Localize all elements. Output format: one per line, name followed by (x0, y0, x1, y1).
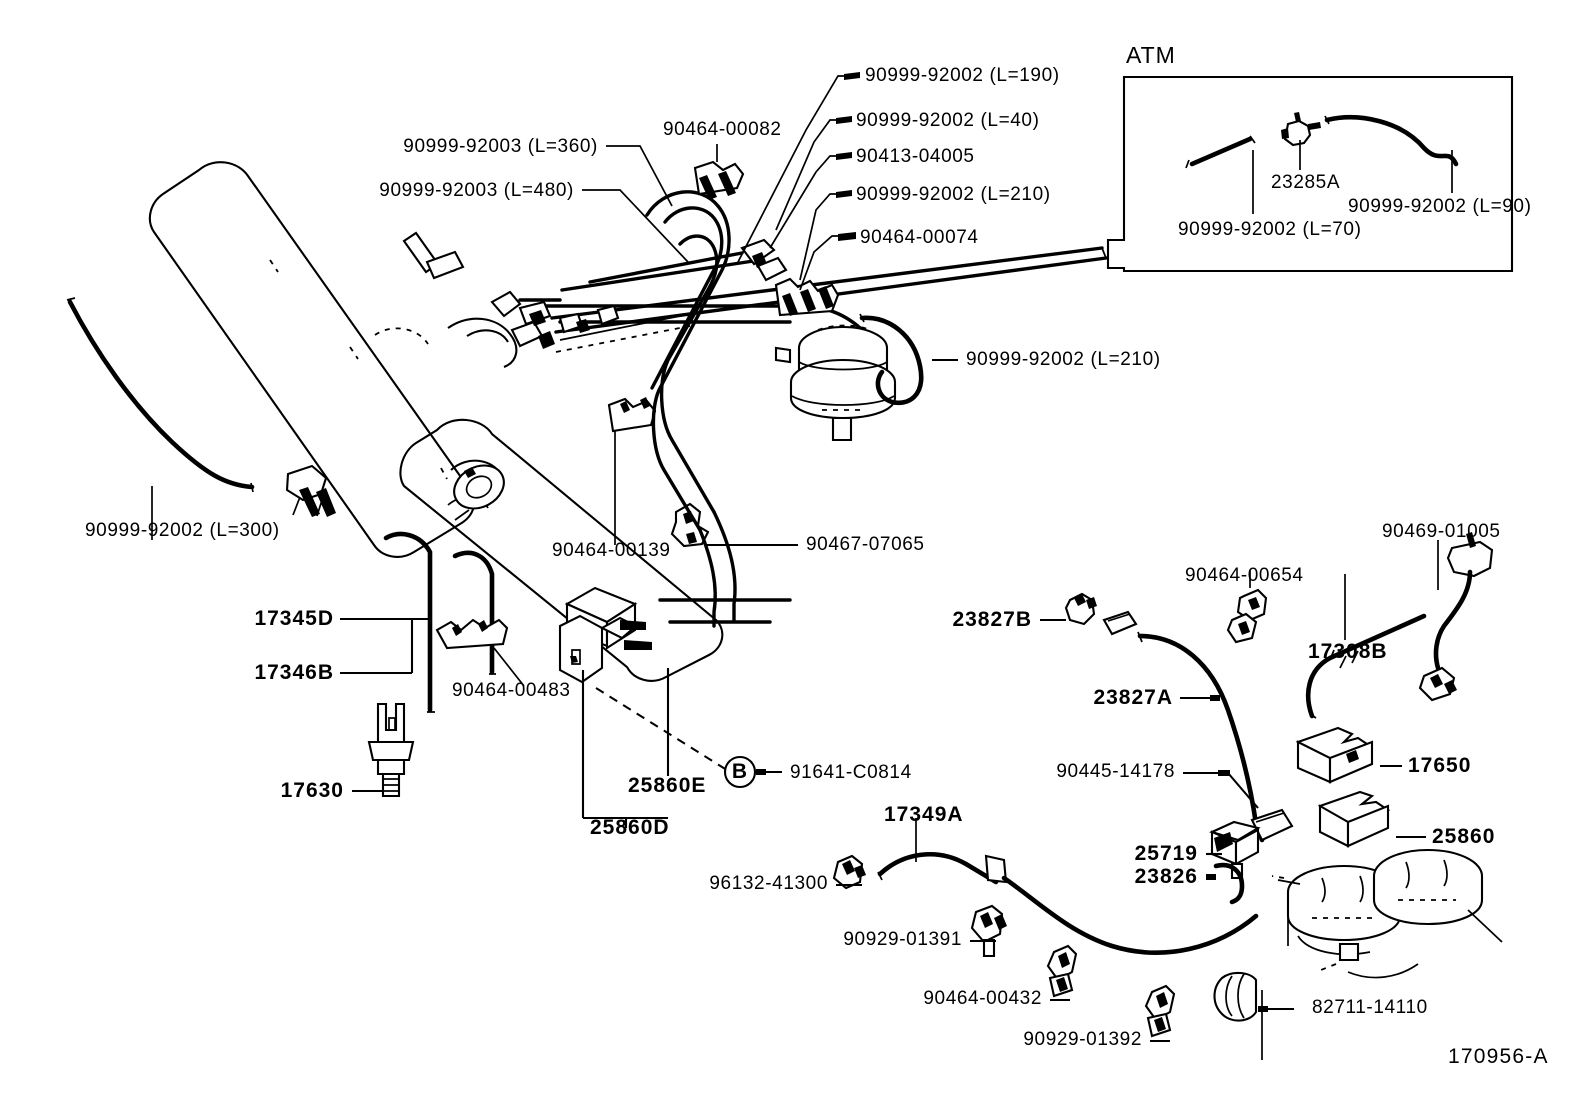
atm-inset-title: ATM (1126, 42, 1176, 68)
part-label-17650: 17650 (1408, 754, 1472, 777)
part-label-90999-92003-l360: 90999-92003 (L=360) (403, 136, 598, 157)
part-label-90469-01005: 90469-01005 (1382, 521, 1501, 542)
clip-90464-00432 (1046, 944, 1078, 1002)
hose-17308b (1305, 574, 1427, 719)
part-label-90445-14178: 90445-14178 (1056, 761, 1175, 782)
part-label-90464-00432: 90464-00432 (923, 988, 1042, 1009)
callout-mark-b: B (731, 760, 749, 783)
part-label-90464-00483: 90464-00483 (452, 680, 571, 701)
part-label-90464-00654: 90464-00654 (1185, 565, 1304, 586)
tube-17345d-17346b (340, 531, 496, 713)
part-label-91641-c0814: 91641-C0814 (790, 762, 912, 783)
clip-90929-01392 (1144, 984, 1176, 1043)
part-label-25860e: 25860E (628, 774, 707, 797)
atm-valve-23285a (1281, 112, 1321, 147)
drawing-number: 170956-A (1448, 1045, 1549, 1068)
part-label-90929-01391: 90929-01391 (843, 929, 962, 950)
part-label-82711-14110: 82711-14110 (1312, 997, 1428, 1018)
clamp-82711-14110 (1213, 971, 1294, 1022)
part-25860-right (1317, 790, 1426, 848)
part-label-23285a: 23285A (1271, 172, 1341, 193)
part-label-90464-00139: 90464-00139 (552, 540, 671, 561)
part-label-17349a: 17349A (884, 803, 964, 826)
vacuum-switch-17630 (352, 702, 415, 798)
hose-23827a (1137, 631, 1265, 843)
clip-96132-41300 (832, 854, 866, 890)
part-90469-01005 (1433, 532, 1494, 671)
part-label-25860d: 25860D (590, 816, 670, 839)
part-label-90999-92002-l300: 90999-92002 (L=300) (85, 520, 280, 541)
part-label-17345d: 17345D (254, 607, 334, 630)
part-17650 (1295, 726, 1402, 784)
twin-canister-bottom-right (1261, 848, 1503, 1060)
clip-90929-01391 (970, 904, 1007, 958)
clip-90464-00654 (1226, 570, 1268, 644)
canister-port-face (453, 464, 505, 510)
part-label-90999-92002-l70: 90999-92002 (L=70) (1178, 219, 1362, 240)
part-label-23827b: 23827B (952, 608, 1032, 631)
part-label-17630: 17630 (280, 779, 344, 802)
vacuum-modulator (774, 324, 897, 442)
part-23826 (1206, 862, 1245, 905)
clip-23827b (1040, 592, 1138, 636)
part-label-90464-00082: 90464-00082 (663, 119, 782, 140)
part-label-25719: 25719 (1134, 842, 1198, 865)
part-label-90999-92002-l190: 90999-92002 (L=190) (865, 65, 1060, 86)
atm-inset-box (1106, 75, 1514, 273)
part-label-23827a: 23827A (1093, 686, 1173, 709)
hose-90999-92002-l210-hook (859, 313, 958, 406)
part-label-90467-07065: 90467-07065 (806, 534, 925, 555)
part-label-25860-right: 25860 (1432, 825, 1496, 848)
clip-lower-right-tube (1418, 666, 1457, 702)
part-label-90999-92002-l40: 90999-92002 (L=40) (856, 110, 1040, 131)
hose-17349a (877, 818, 1259, 955)
clip-90464-00074 (774, 277, 840, 317)
part-label-90999-92003-l480: 90999-92003 (L=480) (379, 180, 574, 201)
connector-90413-04005 (740, 238, 788, 282)
clip-90464-00082 (693, 144, 745, 200)
clip-90467-07065 (670, 502, 798, 548)
canister-neck-connectors (490, 290, 701, 353)
clip-left-upper (285, 464, 336, 517)
clip-90464-00139 (607, 397, 657, 545)
clip-90464-00483 (435, 618, 525, 687)
part-label-90464-00074: 90464-00074 (860, 227, 979, 248)
part-label-90929-01392: 90929-01392 (1023, 1029, 1142, 1050)
hose-90999-92002-l300 (66, 297, 255, 540)
part-label-90999-92002-l90: 90999-92002 (L=90) (1348, 196, 1532, 217)
part-label-90413-04005: 90413-04005 (856, 146, 975, 167)
vsv-25860de (558, 586, 782, 828)
part-label-90999-92002-l210-top: 90999-92002 (L=210) (856, 184, 1051, 205)
charcoal-canister-body (148, 161, 724, 682)
leader-lines (582, 72, 860, 291)
part-label-17346b: 17346B (254, 661, 334, 684)
part-label-23826: 23826 (1134, 865, 1198, 888)
part-label-17308b: 17308B (1308, 640, 1388, 663)
part-label-90999-92002-l210-mid: 90999-92002 (L=210) (966, 349, 1161, 370)
part-label-96132-41300: 96132-41300 (709, 873, 828, 894)
